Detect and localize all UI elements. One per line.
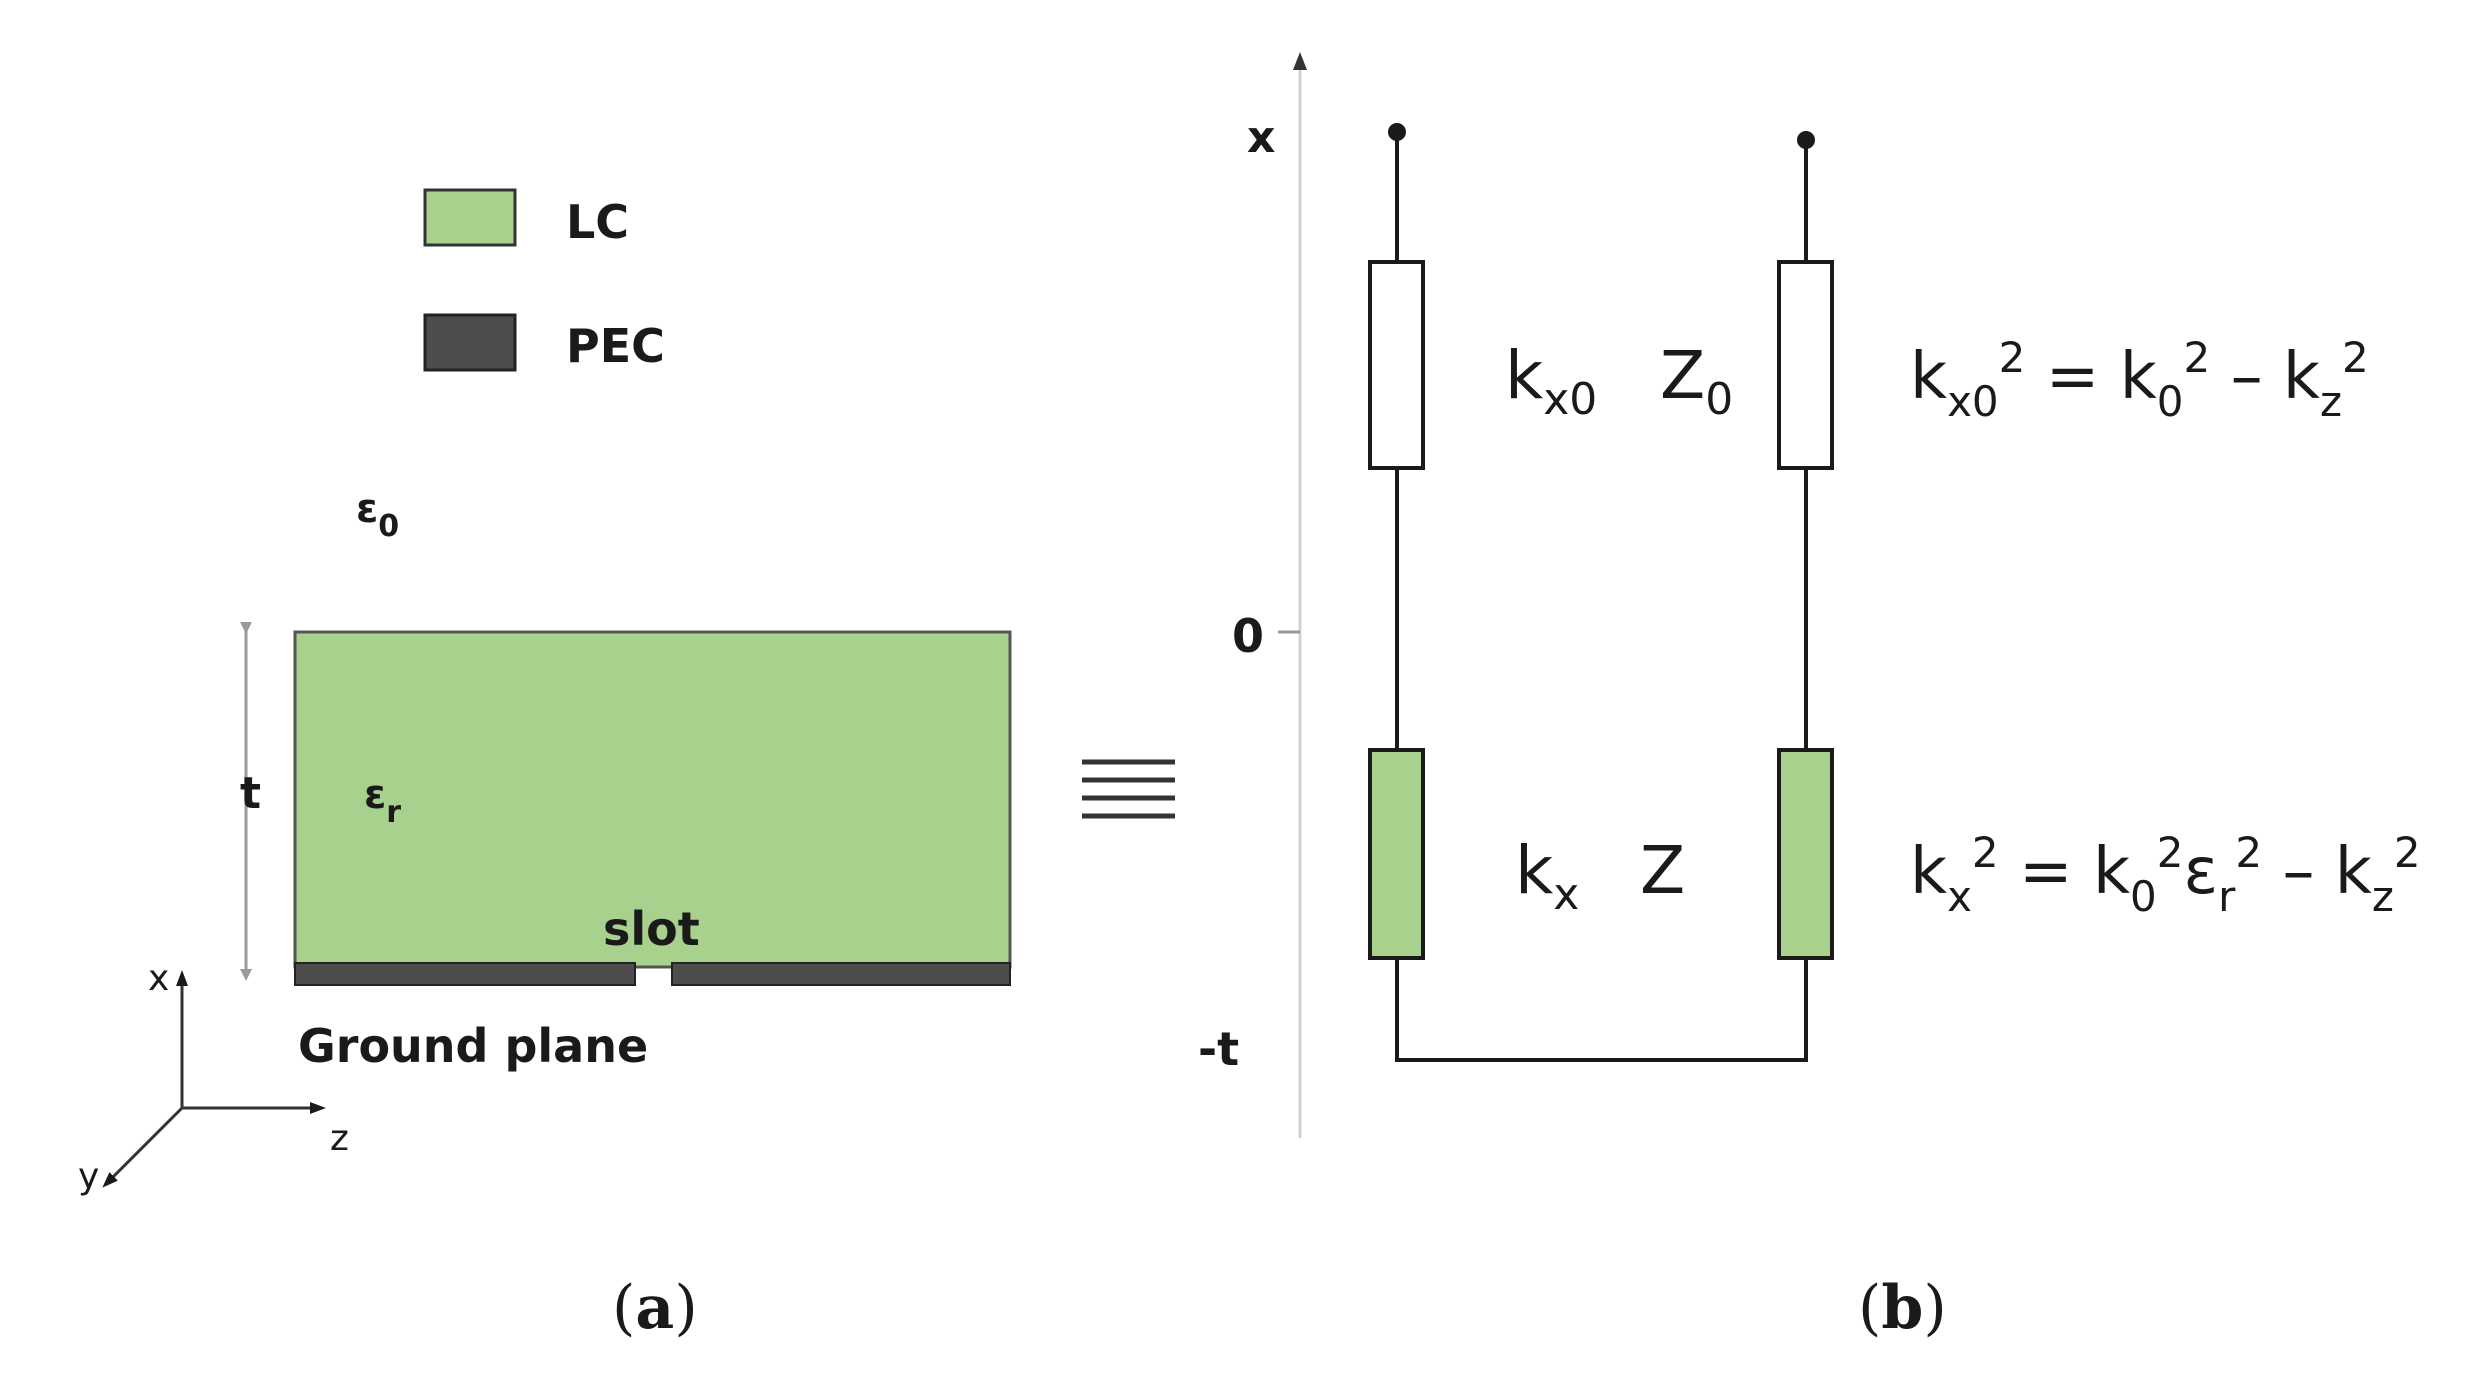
lower-kx-label: kx bbox=[1515, 832, 1579, 920]
panel-a: LC PEC ε0 εr t slot Ground plane x z y (… bbox=[78, 188, 1012, 1343]
x-position-axis-arrowhead bbox=[1293, 52, 1307, 70]
legend-swatch-pec bbox=[423, 313, 517, 372]
upper-kx0-label: kx0 bbox=[1505, 337, 1597, 425]
legend-label-pec: PEC bbox=[566, 319, 665, 373]
neg-t-label: -t bbox=[1198, 1022, 1239, 1076]
thickness-label: t bbox=[240, 768, 261, 819]
upper-left-line-section bbox=[1368, 260, 1425, 470]
lower-left-line-section bbox=[1368, 748, 1425, 960]
dispersion-equation-lower: kx2 = k02εr2 – kz2 bbox=[1910, 828, 2421, 921]
lower-right-line-section bbox=[1777, 748, 1834, 960]
panel-b: x 0 -t kx0 Z0 kx Z kx02 = k02 – kz2 kx2 bbox=[1198, 52, 2421, 1343]
lc-slab bbox=[293, 630, 1012, 969]
upper-right-line-section bbox=[1777, 260, 1834, 470]
caption-a: (a) bbox=[612, 1273, 698, 1343]
zero-label: 0 bbox=[1232, 609, 1264, 663]
coordinate-axes: x z y bbox=[78, 958, 349, 1197]
slot-label: slot bbox=[603, 902, 700, 956]
caption-b: (b) bbox=[1858, 1273, 1947, 1343]
equivalence-symbol bbox=[1082, 759, 1175, 819]
transmission-line-circuit bbox=[1368, 123, 1834, 1062]
ground-plane-label: Ground plane bbox=[298, 1019, 648, 1073]
y-axis-label: y bbox=[78, 1156, 99, 1197]
ground-plane-right bbox=[671, 962, 1011, 986]
legend-label-lc: LC bbox=[566, 195, 629, 249]
legend-swatch-lc bbox=[423, 188, 517, 247]
right-terminal-node bbox=[1797, 131, 1815, 149]
epsilon-r-label: εr bbox=[364, 772, 401, 830]
left-terminal-node bbox=[1388, 123, 1406, 141]
x-position-label: x bbox=[1247, 112, 1275, 163]
y-axis-arrow bbox=[102, 1106, 184, 1188]
x-axis-label: x bbox=[148, 958, 169, 999]
dispersion-equation-upper: kx02 = k02 – kz2 bbox=[1910, 333, 2369, 426]
upper-z0-label: Z0 bbox=[1660, 337, 1733, 425]
z-axis-label: z bbox=[330, 1118, 349, 1159]
ground-plane-left bbox=[294, 962, 636, 986]
epsilon-0-label: ε0 bbox=[356, 486, 399, 544]
legend: LC PEC bbox=[423, 188, 665, 373]
lower-z-label: Z bbox=[1640, 832, 1685, 909]
